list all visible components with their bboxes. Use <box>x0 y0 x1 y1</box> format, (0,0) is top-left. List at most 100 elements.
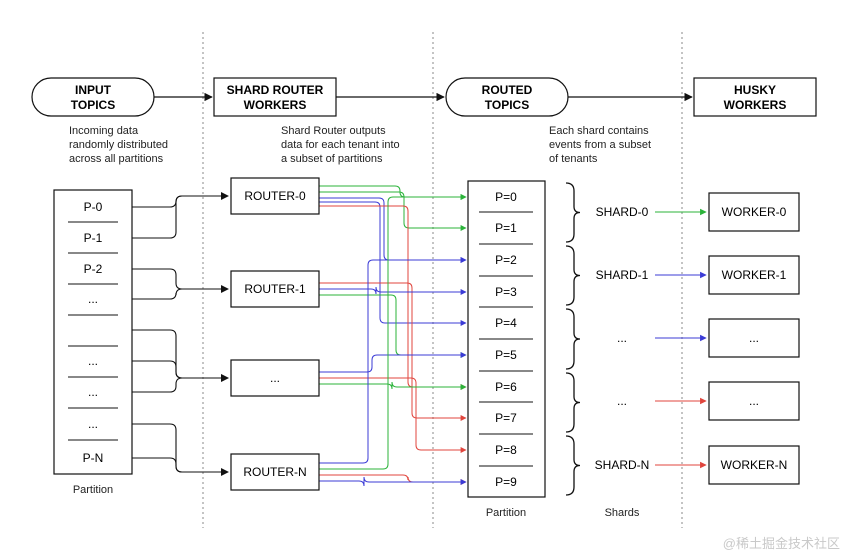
watermark: @稀土掘金技术社区 <box>723 536 840 551</box>
route-line <box>319 197 467 263</box>
routed-partition-caption: Partition <box>486 507 526 519</box>
input-partition-column <box>53 189 133 475</box>
shard-router-label-line2: WORKERS <box>244 98 307 112</box>
router-description-line3: a subset of partitions <box>281 153 383 165</box>
shards-caption: Shards <box>605 507 640 519</box>
routed-partition-label: P=9 <box>495 475 517 489</box>
shard-label: SHARD-1 <box>596 268 649 282</box>
descriptions: Incoming data randomly distributed acros… <box>69 125 651 165</box>
route-line <box>319 194 467 470</box>
router-box <box>230 453 320 491</box>
input-description-line1: Incoming data <box>69 125 139 137</box>
router-box <box>230 270 320 308</box>
husky-workers-label-line1: HUSKY <box>734 83 776 97</box>
routed-partition-label: P=8 <box>495 443 517 457</box>
routed-description-line2: events from a subset <box>549 139 651 151</box>
router-box <box>230 359 320 397</box>
routed-topics-label-line1: ROUTED <box>482 83 533 97</box>
input-partition-label: ... <box>88 292 98 306</box>
input-to-router-connector <box>132 285 229 300</box>
routed-partition-label: P=6 <box>495 380 517 394</box>
routed-partition-label: P=7 <box>495 411 517 425</box>
routed-partition-label: P=2 <box>495 253 517 267</box>
input-description-line2: randomly distributed <box>69 139 168 151</box>
routed-partition-label: P=4 <box>495 316 517 330</box>
input-to-router-connector <box>132 423 229 476</box>
husky-workers-label-line2: WORKERS <box>724 98 787 112</box>
shard-brace <box>565 435 581 496</box>
input-partition-caption: Partition <box>73 484 113 496</box>
shard-braces <box>565 182 581 496</box>
shard-brace <box>565 182 581 243</box>
router-to-partition-routes <box>319 185 467 487</box>
shard-label: SHARD-N <box>595 458 650 472</box>
shard-brace <box>565 308 581 370</box>
worker-box <box>708 445 800 485</box>
route-line <box>319 377 467 453</box>
input-to-router-connector <box>132 360 229 382</box>
router-description-line2: data for each tenant into <box>281 139 400 151</box>
router-box <box>230 177 320 215</box>
route-line <box>319 205 467 390</box>
route-line <box>319 191 467 231</box>
worker-label: WORKER-1 <box>722 268 787 282</box>
shard-brace <box>565 245 581 306</box>
shard-label: ... <box>617 331 627 345</box>
input-partition-label: P-0 <box>84 200 103 214</box>
routed-topics-label-line2: TOPICS <box>485 98 529 112</box>
route-line <box>319 294 467 358</box>
routed-partition-label: P=1 <box>495 221 517 235</box>
input-topics-label-line2: TOPICS <box>71 98 115 112</box>
input-partition-label: ... <box>88 417 98 431</box>
header-row: INPUT TOPICS SHARD ROUTER WORKERS ROUTED… <box>31 77 817 117</box>
worker-box <box>708 318 800 358</box>
shard-brace <box>565 372 581 433</box>
input-topics-label-line1: INPUT <box>75 83 112 97</box>
input-partition-label: P-2 <box>84 262 103 276</box>
route-line <box>319 201 467 326</box>
shard-label: ... <box>617 394 627 408</box>
input-to-router-connector <box>132 192 229 208</box>
routed-description-line3: of tenants <box>549 153 598 165</box>
worker-label: WORKER-0 <box>722 205 787 219</box>
route-line <box>319 352 467 373</box>
worker-box <box>708 255 800 295</box>
router-label: ROUTER-N <box>243 465 306 479</box>
input-to-router-connectors <box>132 192 229 476</box>
input-partition-label: ... <box>88 385 98 399</box>
worker-box <box>708 192 800 232</box>
worker-box <box>708 381 800 421</box>
route-line <box>319 257 467 464</box>
husky-workers-box <box>693 77 817 117</box>
router-label: ROUTER-0 <box>244 189 306 203</box>
route-line <box>319 282 467 421</box>
shard-router-label-line1: SHARD ROUTER <box>227 83 324 97</box>
router-label: ... <box>270 371 280 385</box>
input-to-router-connector <box>132 268 229 293</box>
route-line <box>319 476 467 487</box>
input-partition-label: P-1 <box>84 231 103 245</box>
shard-router-workers-box <box>213 77 337 117</box>
input-partitions: P-0P-1P-2............P-N <box>53 189 133 475</box>
worker-label: ... <box>749 394 759 408</box>
routed-description-line1: Each shard contains <box>549 125 649 137</box>
shard-label: SHARD-0 <box>596 205 649 219</box>
routed-partition-label: P=3 <box>495 285 517 299</box>
input-to-router-connector <box>132 329 229 382</box>
worker-label: ... <box>749 331 759 345</box>
route-line <box>319 381 467 390</box>
routed-partition-label: P=0 <box>495 190 517 204</box>
input-partition-label: P-N <box>83 451 104 465</box>
routed-partitions: P=0P=1P=2P=3P=4P=5P=6P=7P=8P=9 <box>467 180 546 498</box>
worker-label: WORKER-N <box>721 458 788 472</box>
shard-to-worker-arrows <box>655 208 707 469</box>
routed-partition-label: P=5 <box>495 348 517 362</box>
input-to-router-connector <box>132 374 229 393</box>
router-description-line1: Shard Router outputs <box>281 125 386 137</box>
input-to-router-connector <box>132 192 229 239</box>
